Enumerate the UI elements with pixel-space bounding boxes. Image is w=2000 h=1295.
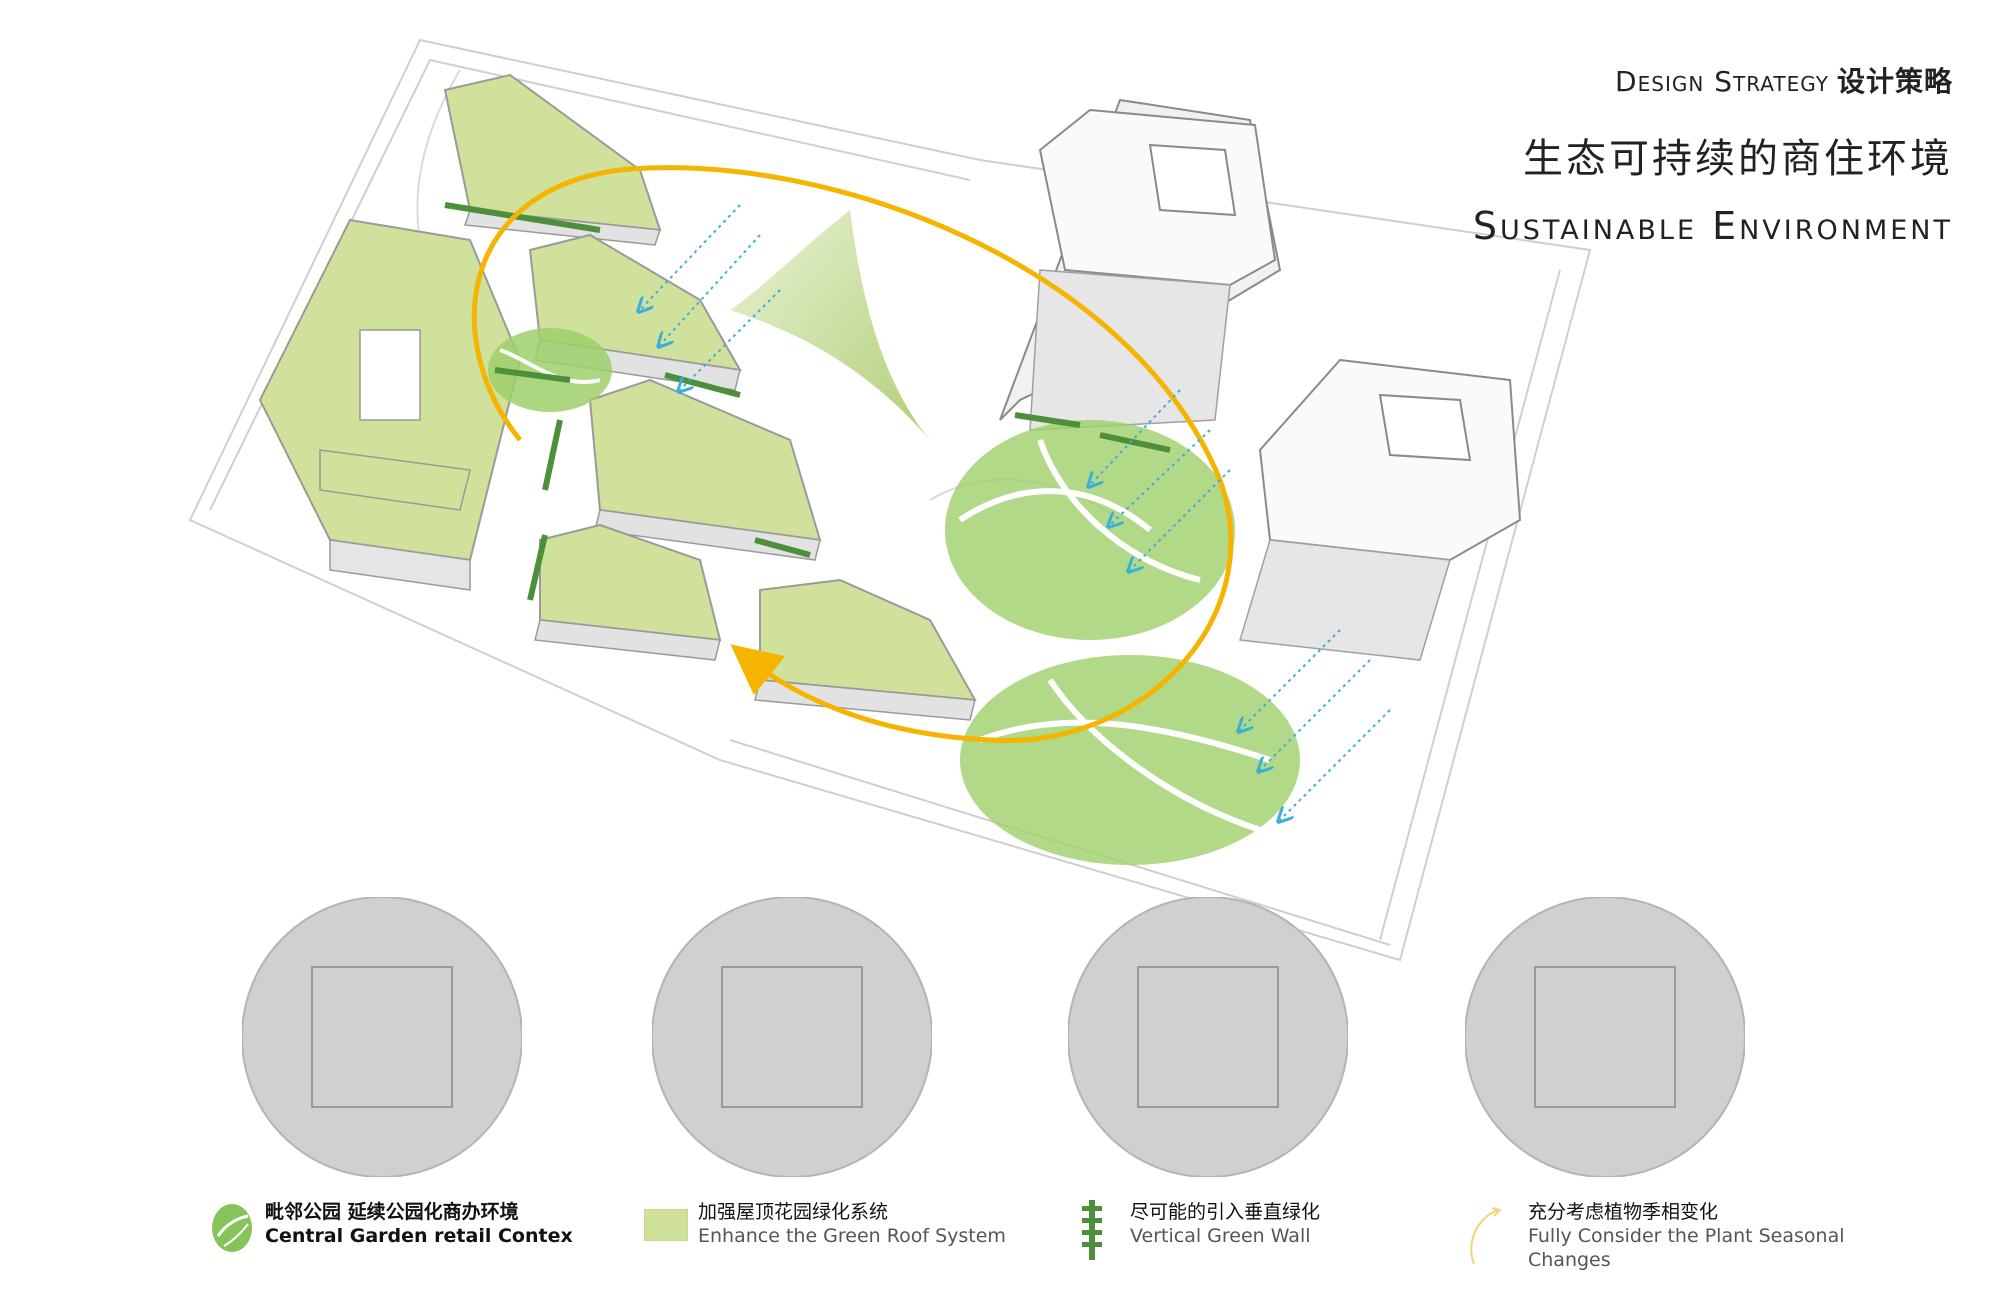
photo-plaza <box>241 896 523 1178</box>
legend-wall-en: Vertical Green Wall <box>1130 1225 1311 1247</box>
photo-cherry <box>1464 896 1746 1178</box>
page-title-en: Sustainable Environment <box>1472 204 1953 248</box>
building-west <box>258 218 522 591</box>
legend-season: 充分考虑植物季相变化 Fully Consider the Plant Seas… <box>1528 1200 1845 1272</box>
legend-season-en: Fully Consider the Plant Seasonal <box>1528 1225 1845 1247</box>
legend-roof-en: Enhance the Green Roof System <box>698 1225 1006 1247</box>
photo-plaza-image <box>241 896 523 1178</box>
circulation-arrow <box>471 165 1234 744</box>
photo-terraces-image <box>1067 896 1349 1178</box>
legend-season-zh: 充分考虑植物季相变化 <box>1528 1201 1719 1223</box>
page-title-cn: 生态可持续的商住环境 <box>1523 136 1953 182</box>
wind-flow-arrows <box>640 204 1391 820</box>
legend-roof: 加强屋顶花园绿化系统 Enhance the Green Roof System <box>698 1200 1006 1248</box>
building-south-1 <box>534 523 722 661</box>
photo-cherry-image <box>1464 896 1746 1178</box>
legend-wall-zh: 尽可能的引入垂直绿化 <box>1130 1201 1321 1223</box>
wind-fan-shape <box>730 210 930 440</box>
legend-park-zh: 毗邻公园 延续公园化商办环境 <box>265 1201 519 1223</box>
design-strategy-cn: 设计策略 <box>1836 65 1953 98</box>
building-center <box>588 378 822 561</box>
photo-courtyard <box>651 896 933 1178</box>
tower-south <box>1239 358 1522 661</box>
photo-terraces <box>1067 896 1349 1178</box>
seasonal-arc-icon <box>1470 1207 1502 1265</box>
vertical-green-wall-icon <box>1082 1200 1102 1260</box>
legend-park-en: Central Garden retail Contex <box>265 1225 573 1247</box>
leaf-oval-icon <box>212 1204 252 1252</box>
legend-season-en2: Changes <box>1528 1249 1611 1271</box>
legend-wall: 尽可能的引入垂直绿化 Vertical Green Wall <box>1130 1200 1320 1248</box>
tower-north <box>999 98 1282 431</box>
design-strategy-en: Design Strategy <box>1615 65 1829 98</box>
legend-park: 毗邻公园 延续公园化商办环境 Central Garden retail Con… <box>265 1200 573 1248</box>
building-south-2 <box>754 578 977 721</box>
vertical-green-walls <box>444 202 1171 601</box>
green-square-icon <box>644 1209 688 1241</box>
photo-courtyard-image <box>651 896 933 1178</box>
legend-roof-zh: 加强屋顶花园绿化系统 <box>698 1201 889 1223</box>
